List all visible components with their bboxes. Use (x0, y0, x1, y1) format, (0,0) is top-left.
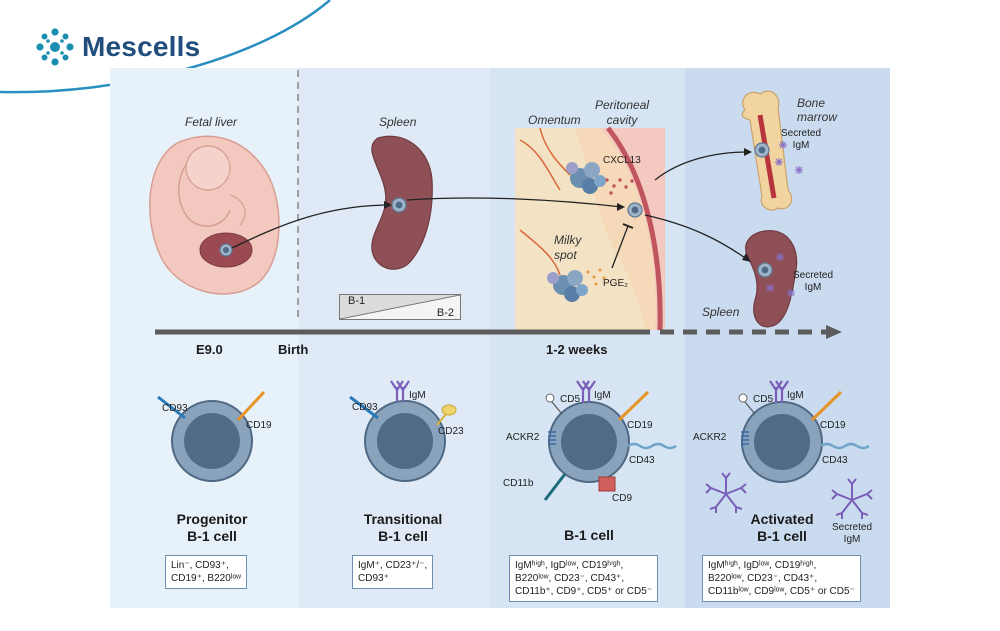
phenotype-box-progenitor: Lin⁻, CD93⁺, CD19⁺, B220ˡᵒʷ (165, 555, 247, 589)
label-peritoneal-1: Peritoneal (595, 98, 650, 112)
phenotype-activated-2: B220ˡᵒʷ, CD23⁻, CD43⁺, (708, 573, 818, 584)
stage-title-activated-2: B-1 cell (757, 528, 807, 544)
phenotype-activated-3: CD11bˡᵒʷ, CD9ˡᵒʷ, CD5⁺ or CD5⁻ (708, 586, 855, 597)
marker-cd11b-3: CD11b (503, 478, 534, 489)
cell-progenitor (157, 390, 266, 482)
secreted-activated-2: IgM (843, 534, 861, 545)
marker-igm-2: IgM (409, 390, 426, 401)
label-secreted-bm-1: Secreted (781, 128, 822, 139)
timeline-e9: E9.0 (196, 342, 223, 357)
label-secreted-spl-2: IgM (804, 282, 822, 293)
label-spleen: Spleen (379, 115, 417, 129)
b1-label: B-1 (348, 295, 366, 307)
marker-cd93-1: CD93 (162, 403, 188, 414)
b1-b2-ratio-bar: B-1 B-2 (339, 294, 461, 320)
phenotype-box-transitional: IgM⁺, CD23⁺/⁻, CD93⁺ (352, 555, 434, 589)
label-milky-1: Milky (554, 233, 582, 247)
stage-title-progenitor-2: B-1 cell (187, 528, 237, 544)
stage-title-transitional: Transitional B-1 cell (338, 511, 468, 545)
phenotype-box-b1: IgMʰⁱᵍʰ, IgDˡᵒʷ, CD19ʰⁱᵍʰ, B220ˡᵒʷ, CD23… (509, 555, 659, 602)
stage-title-activated-1: Activated (750, 511, 814, 527)
phenotype-b1-1: IgMʰⁱᵍʰ, IgDˡᵒʷ, CD19ʰⁱᵍʰ, (515, 560, 624, 571)
marker-igm-4: IgM (787, 390, 804, 401)
label-bone-1: Bone (797, 96, 826, 110)
cell-transitional (349, 380, 457, 482)
stage-title-transitional-2: B-1 cell (378, 528, 428, 544)
phenotype-progenitor-1: Lin⁻, CD93⁺, (171, 560, 229, 571)
marker-cd93-2: CD93 (352, 402, 378, 413)
label-bone-2: marrow (797, 110, 838, 124)
phenotype-activated-1: IgMʰⁱᵍʰ, IgDˡᵒʷ, CD19ʰⁱᵍʰ, (708, 560, 817, 571)
stage-title-b1: B-1 cell (534, 527, 644, 544)
marker-cd5-3: CD5 (560, 394, 581, 405)
marker-cd23-2: CD23 (438, 426, 464, 437)
spleen2-illustration (745, 230, 798, 328)
molecule-logo-icon (36, 28, 74, 66)
label-fetal-liver: Fetal liver (185, 115, 238, 129)
label-cxcl13: CXCL13 (603, 155, 641, 166)
marker-cd5-4: CD5 (753, 394, 774, 405)
phenotype-b1-2: B220ˡᵒʷ, CD23⁻, CD43⁺, (515, 573, 625, 584)
stage-title-activated: Activated B-1 cell (727, 511, 837, 545)
phenotype-transitional-2: CD93⁺ (358, 573, 389, 584)
marker-igm-3: IgM (594, 390, 611, 401)
secreted-activated-1: Secreted (832, 522, 873, 533)
phenotype-progenitor-2: CD19⁺, B220ˡᵒʷ (171, 573, 241, 584)
secreted-igm-activated: Secreted IgM (832, 522, 872, 546)
marker-ackr2-4: ACKR2 (693, 432, 727, 443)
label-secreted-spl: Secreted IgM (793, 270, 833, 294)
stage-title-b1-1: B-1 cell (564, 527, 614, 543)
stage-title-transitional-1: Transitional (363, 511, 443, 527)
marker-cd9-3: CD9 (612, 493, 633, 504)
timeline-birth: Birth (278, 342, 309, 357)
embryo-illustration (149, 135, 280, 295)
label-milky-2: spot (554, 248, 577, 262)
panel-activated (685, 68, 890, 608)
label-secreted-bm-2: IgM (792, 140, 810, 151)
label-peritoneal: Peritoneal cavity (595, 98, 649, 128)
bone-illustration (741, 90, 793, 211)
marker-ackr2-3: ACKR2 (506, 432, 540, 443)
b2-label: B-2 (436, 307, 454, 319)
label-bone-marrow: Bone marrow (797, 96, 837, 124)
label-peritoneal-2: cavity (606, 113, 638, 127)
marker-cd19-3: CD19 (627, 420, 653, 431)
marker-cd19-1: CD19 (246, 420, 272, 431)
label-milky-spot: Milky spot (554, 233, 581, 263)
label-secreted-spl-1: Secreted (793, 270, 834, 281)
marker-cd43-3: CD43 (629, 455, 655, 466)
phenotype-b1-3: CD11b⁺, CD9⁺, CD5⁺ or CD5⁻ (515, 586, 653, 597)
cell-activated (705, 380, 873, 519)
phenotype-box-activated: IgMʰⁱᵍʰ, IgDˡᵒʷ, CD19ʰⁱᵍʰ, B220ˡᵒʷ, CD23… (702, 555, 861, 602)
peritoneal-illustration (515, 126, 665, 331)
phenotype-transitional-1: IgM⁺, CD23⁺/⁻, (358, 560, 428, 571)
label-spleen-2: Spleen (702, 305, 740, 319)
label-omentum: Omentum (528, 113, 581, 127)
label-pge2: PGE₂ (603, 278, 628, 289)
timeline-weeks: 1-2 weeks (546, 342, 608, 357)
spleen-illustration (371, 135, 433, 270)
marker-cd19-4: CD19 (820, 420, 846, 431)
marker-cd43-4: CD43 (822, 455, 848, 466)
brand-name: Mescells (82, 31, 201, 62)
stage-title-progenitor-1: Progenitor (176, 511, 248, 527)
stage-title-progenitor: Progenitor B-1 cell (152, 511, 272, 545)
brand-logo[interactable]: Mescells (34, 26, 200, 68)
cell-b1 (543, 380, 677, 501)
label-secreted-bm: Secreted IgM (781, 128, 821, 152)
